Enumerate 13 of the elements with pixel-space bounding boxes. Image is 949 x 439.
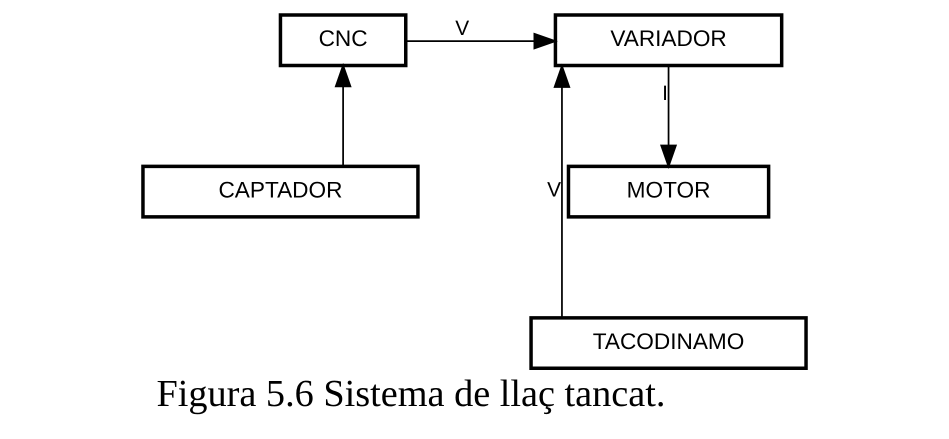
node-box: CAPTADOR: [141, 164, 420, 219]
node-box: CNC: [278, 13, 408, 68]
edge-label: V: [547, 178, 562, 202]
edge-label: I: [662, 82, 668, 105]
arrow: [553, 63, 570, 318]
node-box: MOTOR: [566, 164, 770, 219]
node-box: TACODINAMO: [529, 316, 808, 370]
caption: Figura 5.6 Sistema de llaç tancat.: [156, 372, 666, 415]
edge-label: V: [455, 17, 470, 40]
arrow: [406, 32, 558, 50]
arrow: [660, 66, 678, 169]
arrow: [334, 62, 352, 166]
node-box: VARIADOR: [554, 13, 784, 68]
